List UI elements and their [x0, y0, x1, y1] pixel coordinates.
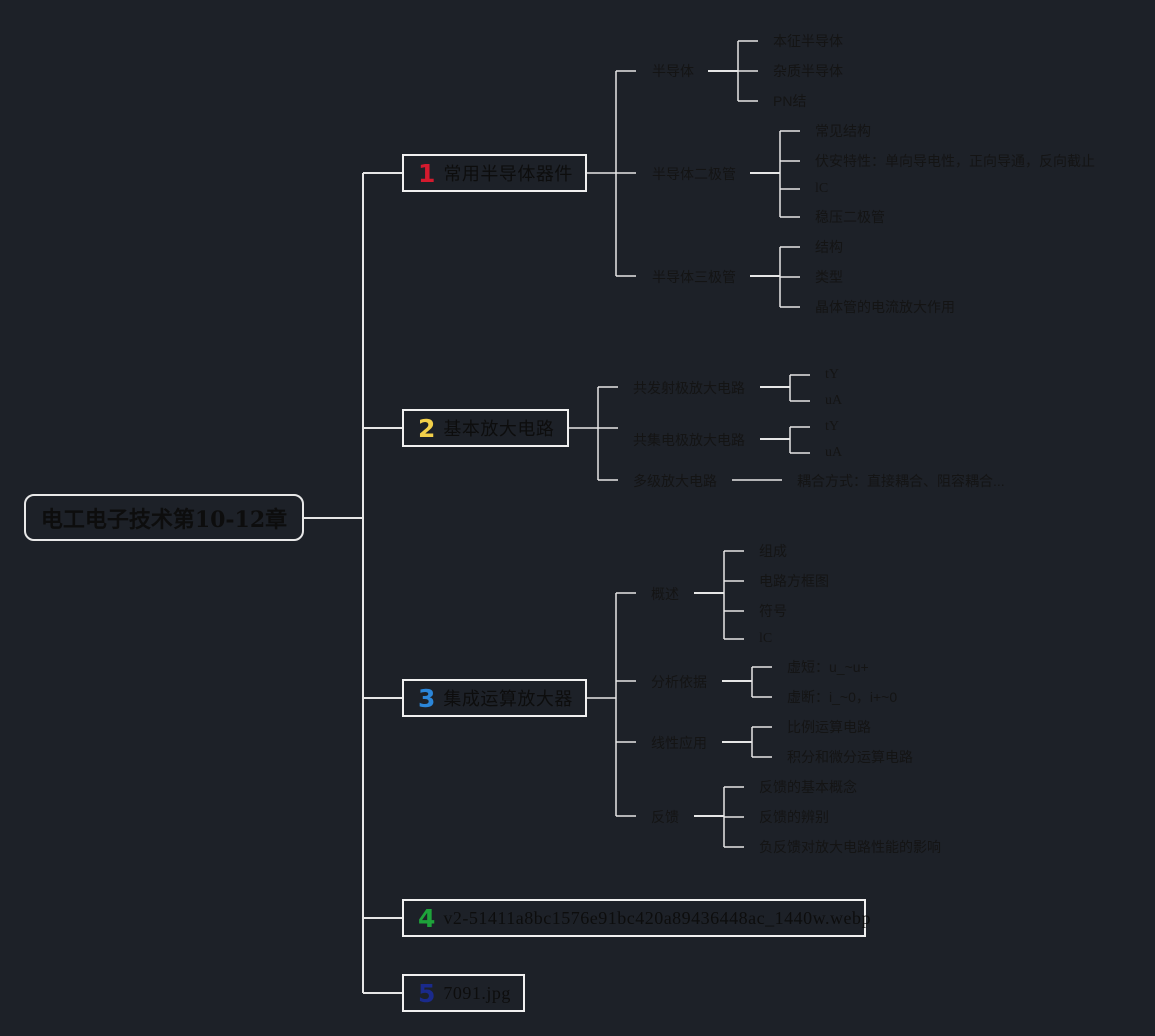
subtopic-diode[interactable]: 半导体二极管	[652, 166, 736, 182]
leaf-feedback-concept[interactable]: 反馈的基本概念	[759, 779, 857, 795]
branch-1-number: 1	[418, 158, 436, 188]
leaf-opamp-ic[interactable]: lC	[759, 631, 773, 646]
leaf-intrinsic-semiconductor[interactable]: 本征半导体	[773, 33, 843, 49]
leaf-symbol[interactable]: 符号	[759, 603, 787, 619]
leaf-diode-structure[interactable]: 常见结构	[815, 123, 871, 139]
branch-4-number: 4	[418, 903, 436, 933]
leaf-composition[interactable]: 组成	[759, 543, 787, 559]
leaf-integral-differential[interactable]: 积分和微分运算电路	[787, 749, 913, 765]
subtopic-common-collector[interactable]: 共集电极放大电路	[633, 432, 745, 448]
leaf-ce-ua[interactable]: uA	[825, 393, 843, 408]
leaf-coupling-methods[interactable]: 耦合方式：直接耦合、阻容耦合...	[797, 473, 1005, 489]
leaf-negative-feedback-effects[interactable]: 负反馈对放大电路性能的影响	[759, 839, 941, 855]
leaf-impurity-semiconductor[interactable]: 杂质半导体	[773, 63, 843, 79]
subtopic-linear-applications[interactable]: 线性应用	[651, 735, 707, 751]
root-topic-label: 电工电子技术第10-12章	[40, 506, 288, 533]
leaf-cc-ua[interactable]: uA	[825, 445, 843, 460]
branch-4-topic[interactable]: 4 v2-51411a8bc1576e91bc420a89436448ac_14…	[402, 899, 870, 937]
branch-1-topic[interactable]: 1 常用半导体器件	[402, 154, 587, 192]
branch-2-number: 2	[418, 413, 436, 443]
leaf-transistor-structure[interactable]: 结构	[815, 239, 843, 255]
subtopic-multistage[interactable]: 多级放大电路	[633, 473, 717, 489]
root-topic[interactable]: 电工电子技术第10-12章	[24, 494, 304, 541]
branch-2-topic[interactable]: 2 基本放大电路	[402, 409, 569, 447]
leaf-ce-ty[interactable]: tY	[825, 367, 839, 382]
leaf-virtual-open[interactable]: 虚断：i_~0，i+~0	[787, 689, 898, 705]
leaf-block-diagram[interactable]: 电路方框图	[759, 573, 829, 589]
branch-4-label: v2-51411a8bc1576e91bc420a89436448ac_1440…	[443, 907, 871, 928]
subtopic-overview[interactable]: 概述	[651, 586, 679, 602]
leaf-transistor-amplification[interactable]: 晶体管的电流放大作用	[815, 299, 955, 315]
leaf-zener-diode[interactable]: 稳压二极管	[815, 209, 885, 225]
leaf-virtual-short[interactable]: 虚短：u_~u+	[787, 659, 869, 675]
branch-5-label: 7091.jpg	[443, 982, 511, 1003]
branch-3-number: 3	[418, 683, 436, 713]
leaf-feedback-identification[interactable]: 反馈的辨别	[759, 809, 829, 825]
branch-3-topic[interactable]: 3 集成运算放大器	[402, 679, 587, 717]
leaf-pn-junction[interactable]: PN结	[773, 93, 807, 109]
branch-1-label: 常用半导体器件	[443, 164, 573, 184]
subtopic-semiconductor[interactable]: 半导体	[652, 63, 694, 79]
subtopic-common-emitter[interactable]: 共发射极放大电路	[633, 380, 745, 396]
branch-3-label: 集成运算放大器	[443, 689, 573, 709]
branch-2-label: 基本放大电路	[443, 419, 555, 439]
leaf-diode-iv-characteristic[interactable]: 伏安特性：单向导电性，正向导通，反向截止	[815, 153, 1095, 169]
subtopic-transistor[interactable]: 半导体三极管	[652, 269, 736, 285]
leaf-proportional-circuit[interactable]: 比例运算电路	[787, 719, 871, 735]
subtopic-analysis-basis[interactable]: 分析依据	[651, 674, 707, 690]
branch-5-number: 5	[418, 978, 436, 1008]
branch-5-topic[interactable]: 5 7091.jpg	[402, 974, 525, 1012]
leaf-diode-ic[interactable]: lC	[815, 181, 829, 196]
leaf-cc-ty[interactable]: tY	[825, 419, 839, 434]
subtopic-feedback[interactable]: 反馈	[651, 809, 679, 825]
leaf-transistor-type[interactable]: 类型	[815, 269, 843, 285]
